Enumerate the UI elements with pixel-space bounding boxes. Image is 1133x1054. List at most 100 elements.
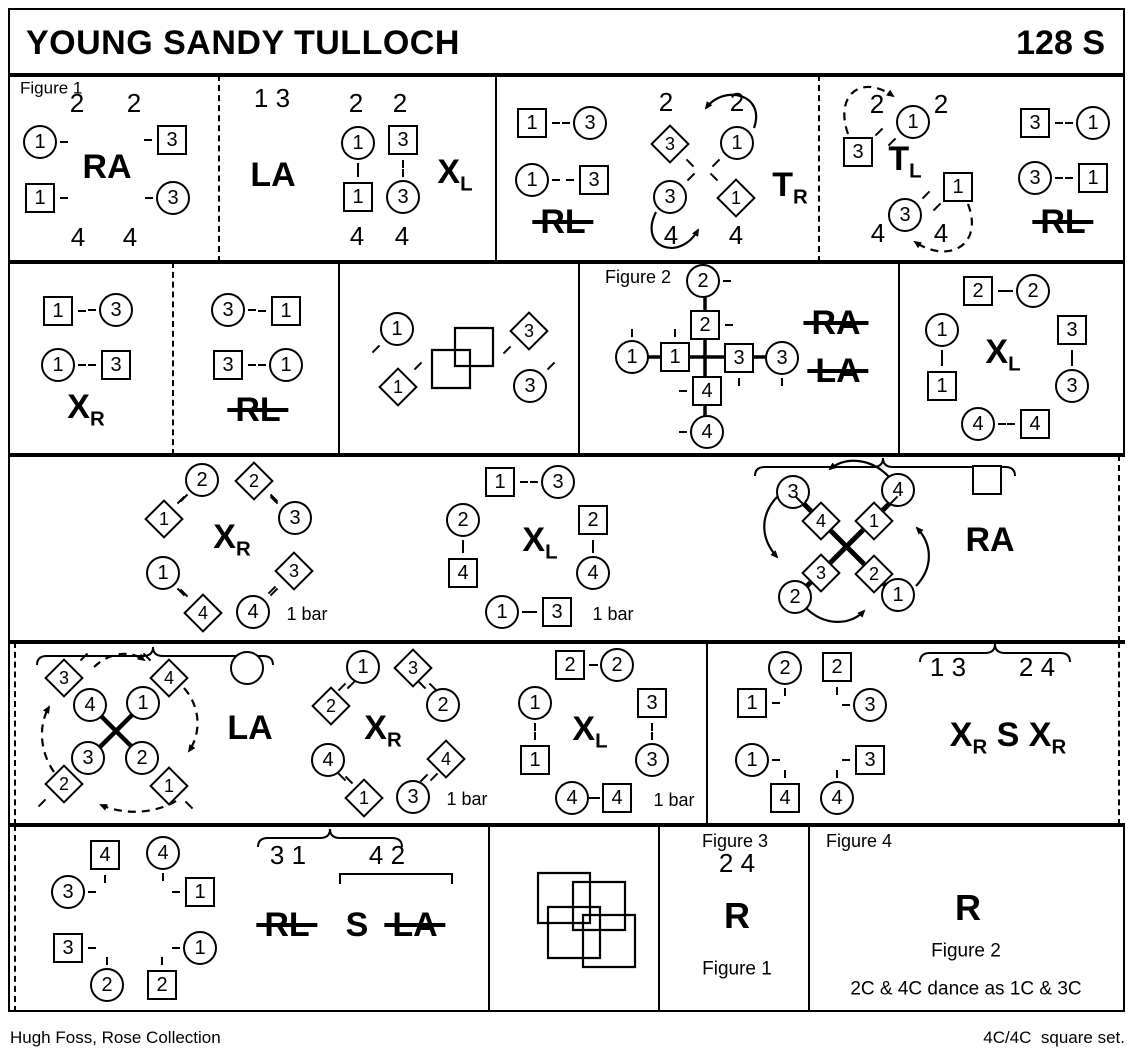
dancer-shape: 1 (615, 340, 649, 374)
dancer-diamond-3: 3 (502, 311, 549, 355)
dancer-square-1: 1 (925, 358, 959, 403)
annotation-3-1: 3 1 (269, 840, 307, 870)
dancer-shape: 3 (388, 125, 418, 155)
formation-label-rl: RL (256, 906, 319, 944)
dancer-shape: 4 (448, 558, 478, 588)
dancer-shape: 2 (185, 463, 219, 497)
annotation-4: 4 (349, 221, 365, 251)
dancer-shape: 1 (341, 126, 375, 160)
dancer-shape: 1 (346, 650, 380, 684)
facing-tick (784, 770, 786, 778)
dancer-shape: 1 (269, 348, 303, 382)
dancer-diamond-1: 1 (709, 172, 756, 218)
dancer-circle-1: 1 (337, 650, 380, 692)
dancer-circle-2: 2 (417, 680, 460, 722)
annotation-2c-4c-dance-as-1c-3c: 2C & 4C dance as 1C & 3C (850, 978, 1082, 1000)
dancer-circle-2: 2 (768, 651, 802, 696)
dancer-circle-3: 3 (396, 772, 439, 814)
dancer-circle-2: 2 (125, 741, 159, 775)
facing-tick (842, 759, 850, 761)
dancer-shape: 3 (157, 125, 187, 155)
row3-cell (8, 455, 1125, 642)
dancer-circle-1: 1 (1065, 106, 1110, 140)
dancer-shape: 3 (53, 933, 83, 963)
annotation-2: 2 (658, 87, 674, 117)
facing-tick (78, 364, 86, 366)
facing-tick (674, 329, 676, 337)
dancer-diamond-4: 4 (419, 739, 466, 783)
dancer-shape: 1 (520, 745, 550, 775)
annotation-4: 4 (728, 220, 744, 250)
dancer-square-1: 1 (41, 294, 86, 328)
dancer-circle-3: 3 (145, 181, 190, 215)
facing-tick (88, 309, 96, 311)
dancer-shape: 1 (144, 499, 184, 539)
annotation-1-bar: 1 bar (592, 604, 634, 624)
dancer-square-1: 1 (932, 170, 975, 212)
dancer-circle-4: 4 (576, 545, 610, 590)
dancer-shape: 3 (1055, 369, 1089, 403)
dancer-shape: 3 (765, 341, 799, 375)
dancer-shape: 1 (881, 578, 915, 612)
annotation-figure-2: Figure 2 (605, 267, 672, 287)
dancer-shape: 4 (961, 407, 995, 441)
dancer-square-2: 2 (145, 957, 179, 1002)
facing-tick (651, 723, 653, 731)
facing-tick (248, 309, 256, 311)
dancer-shape: 4 (236, 595, 270, 629)
row5-sub-bracket (339, 873, 453, 884)
dancer-shape: 1 (660, 342, 690, 372)
dancer-shape: 3 (396, 780, 430, 814)
facing-tick (842, 704, 850, 706)
dancer-circle-1: 1 (23, 125, 68, 159)
facing-tick (679, 431, 687, 433)
dancer-shape: 1 (25, 183, 55, 213)
row5-brace (257, 828, 403, 848)
facing-tick (836, 687, 838, 695)
dancer-shape: 4 (90, 840, 120, 870)
row2-cell-xr-rl (8, 262, 340, 455)
annotation-4: 4 (70, 222, 86, 252)
facing-tick (172, 947, 180, 949)
dancer-shape: 1 (925, 313, 959, 347)
facing-tick (836, 770, 838, 778)
dancer-shape: 3 (843, 137, 873, 167)
dancer-shape: 3 (855, 745, 885, 775)
annotation-1-bar: 1 bar (446, 789, 488, 809)
facing-tick (589, 664, 597, 666)
dancer-shape: 2 (147, 970, 177, 1000)
footer-set-info: 4C/4C square set. (983, 1028, 1125, 1047)
annotation-4: 4 (394, 221, 410, 251)
row2-pass-square (453, 326, 495, 368)
dancer-square-1: 1 (23, 181, 68, 215)
row4-right-brace (919, 643, 1071, 663)
dancer-circle-1: 1 (126, 686, 160, 720)
dancer-shape: 3 (71, 741, 105, 775)
dancer-diamond-1: 1 (144, 493, 189, 539)
dancer-shape: 1 (183, 931, 217, 965)
dancer-shape: 3 (637, 688, 667, 718)
facing-tick (88, 947, 96, 949)
dancer-circle-3: 3 (513, 361, 556, 403)
dancer-square-2: 2 (553, 648, 598, 682)
dancer-circle-1: 1 (172, 931, 217, 965)
continuation-divider (1118, 642, 1120, 825)
facing-tick (941, 358, 943, 366)
row3-ra-arrow-bottom (805, 607, 866, 623)
annotation-2-4: 2 4 (1018, 652, 1056, 682)
dancer-shape: 3 (635, 743, 669, 777)
facing-tick (1065, 177, 1073, 179)
dancer-square-3: 3 (211, 348, 256, 382)
dancer-shape: 4 (770, 783, 800, 813)
formation-label-xr: XR (213, 518, 251, 561)
annotation-2: 2 (348, 88, 364, 118)
dancer-circle-4: 4 (881, 473, 915, 507)
dancer-circle-2: 2 (589, 648, 634, 682)
dancer-shape: 3 (51, 875, 85, 909)
dancer-shape: 2 (686, 264, 720, 298)
dancer-diamond-1: 1 (149, 766, 194, 810)
facing-tick (145, 197, 153, 199)
dancer-square-3: 3 (1055, 313, 1089, 358)
facing-tick (1005, 290, 1013, 292)
dancer-square-1: 1 (483, 465, 528, 499)
